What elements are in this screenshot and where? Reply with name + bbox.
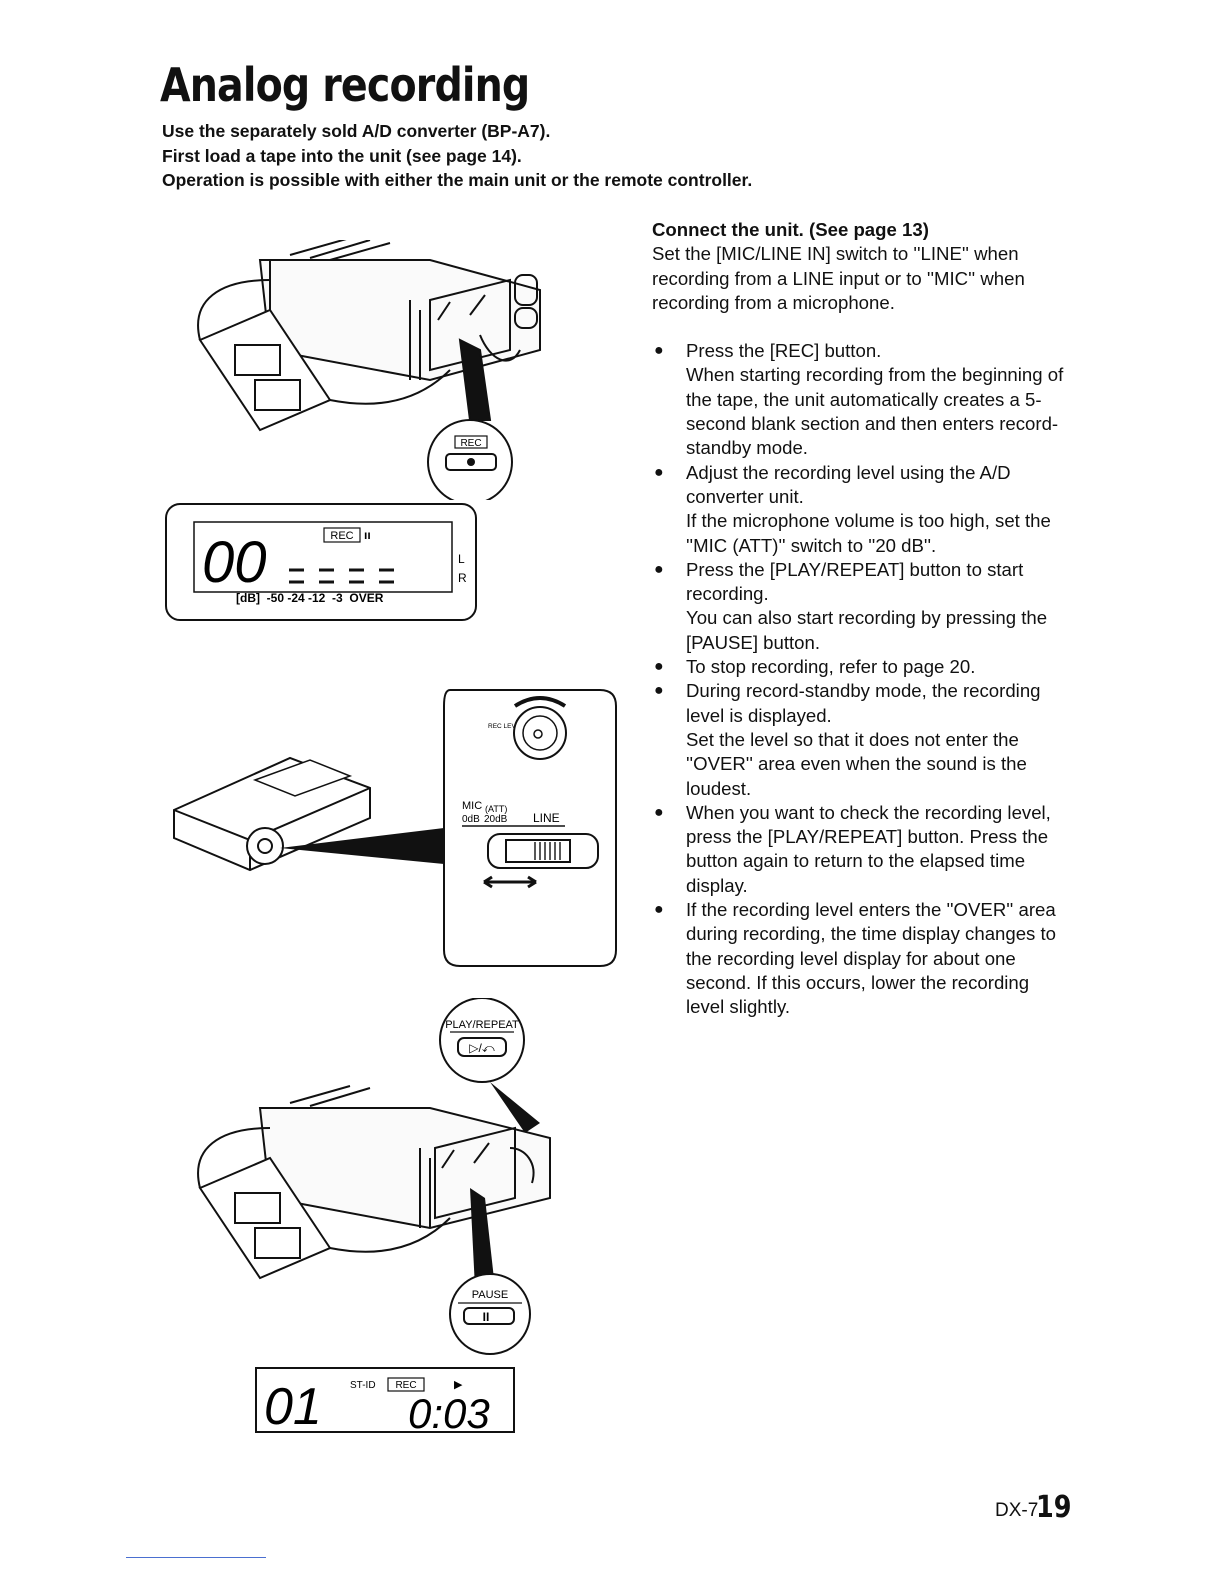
bullet-icon: ● <box>654 463 664 481</box>
play-repeat-icon: ▷/⤺ <box>469 1041 495 1055</box>
step-main: Press the [PLAY/REPEAT] button to start … <box>686 558 1024 605</box>
time-display-illustration: 01 ST-ID REC ▶ 0:03 <box>255 1367 515 1436</box>
page-title: Analog recording <box>160 58 530 112</box>
line-label: LINE <box>533 811 560 825</box>
intro-line-3: Operation is possible with either the ma… <box>162 170 753 190</box>
play-repeat-label: PLAY/REPEAT <box>445 1019 519 1031</box>
bullet-icon: ● <box>654 901 664 919</box>
level-display-digits: 00 <box>202 530 267 595</box>
step-item: ● During record-standby mode, the record… <box>652 679 1072 800</box>
pause-icon: II <box>483 1310 490 1324</box>
level-scale-label: [dB] -50 -24 -12 -3 OVER <box>236 591 384 605</box>
bullet-icon: ● <box>654 682 664 700</box>
bullet-icon: ● <box>654 342 664 360</box>
bullet-icon: ● <box>654 658 664 676</box>
step-main: When you want to check the recording lev… <box>686 801 1051 896</box>
time-display-track: 01 <box>264 1378 322 1436</box>
step-main: Adjust the recording level using the A/D… <box>686 461 1011 507</box>
footer-model: DX-7 <box>995 1500 1039 1521</box>
rec-button-label: REC <box>460 438 481 449</box>
play-indicator-icon: ▶ <box>454 1379 463 1391</box>
page-number: 19 <box>1036 1490 1072 1525</box>
step-item: ● Press the [PLAY/REPEAT] button to star… <box>652 558 1072 655</box>
intro-line-2: First load a tape into the unit (see pag… <box>162 146 522 166</box>
rec-button-illustration: REC <box>197 240 541 500</box>
pause-label: PAUSE <box>472 1289 508 1301</box>
step-main: To stop recording, refer to page 20. <box>686 656 976 678</box>
step-detail: Set the level so that it does not enter … <box>686 728 1027 799</box>
st-id-label: ST-ID <box>350 1380 376 1391</box>
bullet-icon: ● <box>654 560 664 578</box>
att-label: (ATT) <box>485 804 507 814</box>
step-item: ● If the recording level enters the ''OV… <box>652 898 1072 1019</box>
intro-line-1: Use the separately sold A/D converter (B… <box>162 121 551 141</box>
time-display-time: 0:03 <box>408 1390 490 1436</box>
step-item: ● Press the [REC] button. When starting … <box>652 339 1072 460</box>
step-detail: You can also start recording by pressing… <box>686 607 1048 653</box>
instructions-column: Connect the unit. (See page 13) Set the … <box>652 218 1072 1020</box>
step-detail: If the microphone volume is too high, se… <box>686 510 1051 556</box>
level-display-rec-indicator: REC <box>330 530 353 542</box>
channel-left-label: L <box>458 552 465 566</box>
step-main: Press the [REC] button. <box>686 340 882 362</box>
step-detail: When starting recording from the beginni… <box>686 364 1064 459</box>
bullet-icon: ● <box>654 803 664 821</box>
connect-text: Set the [MIC/LINE IN] switch to ''LINE''… <box>652 243 1025 313</box>
step-item: ● To stop recording, refer to page 20. <box>652 655 1072 679</box>
step-item: ● Adjust the recording level using the A… <box>652 461 1072 558</box>
steps-list: ● Press the [REC] button. When starting … <box>652 339 1072 1019</box>
svg-text:ıı: ıı <box>364 528 371 542</box>
play-pause-illustration: PLAY/REPEAT ▷/⤺ PAUSE II <box>197 998 551 1355</box>
step-item: ● When you want to check the recording l… <box>652 801 1072 898</box>
level-display-illustration: 00 REC ıı L R [dB] -50 -24 -12 -3 OVER <box>165 503 477 621</box>
converter-illustration: REC LEVEL MIC (ATT) 0dB 20dB LINE <box>173 689 617 967</box>
footer-divider <box>126 1557 266 1558</box>
mic-label: MIC <box>462 800 482 812</box>
channel-right-label: R <box>458 571 467 585</box>
zero-db-label: 0dB <box>462 814 480 825</box>
connect-heading: Connect the unit. (See page 13) <box>652 219 929 240</box>
step-main: During record-standby mode, the recordin… <box>686 680 1041 726</box>
step-main: If the recording level enters the ''OVER… <box>686 899 1057 1018</box>
time-display-rec-indicator: REC <box>395 1380 416 1391</box>
twenty-db-label: 20dB <box>484 814 508 825</box>
rec-level-label: REC LEVEL <box>488 723 524 730</box>
